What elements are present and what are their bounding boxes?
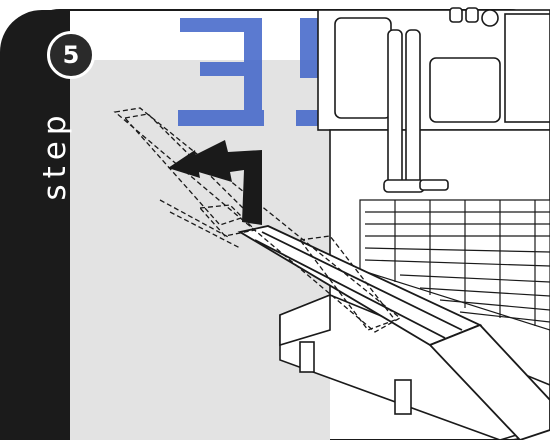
step-number-badge: 5: [47, 31, 95, 79]
step-label: step: [37, 75, 73, 235]
